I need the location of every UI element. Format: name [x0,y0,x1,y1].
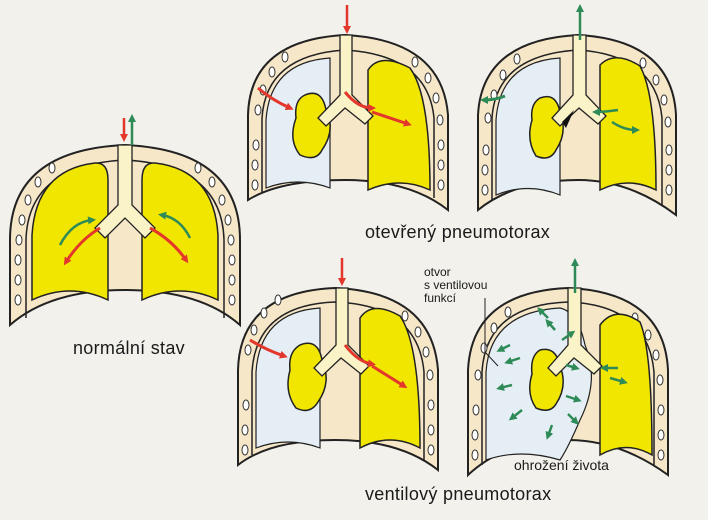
label-open-pneumothorax: otevřený pneumotorax [365,222,551,242]
panel-valve-inspiration [237,258,439,473]
label-valve-pneumothorax: ventilový pneumotorax [365,484,552,504]
label-valve-opening: otvor s ventilovou funkcí [424,266,487,305]
panel-valve-expiration [467,258,669,478]
label-valve-opening-line2: s ventilovou [424,278,488,292]
label-normal-state: normální stav [73,338,185,358]
label-valve-opening-line3: funkcí [424,291,457,305]
panel-open-inspiration [247,5,449,213]
label-life-threat: ohrožení života [514,457,609,473]
panel-open-expiration [477,4,677,218]
label-valve-opening-line1: otvor [424,265,451,279]
panel-normal [9,114,241,328]
